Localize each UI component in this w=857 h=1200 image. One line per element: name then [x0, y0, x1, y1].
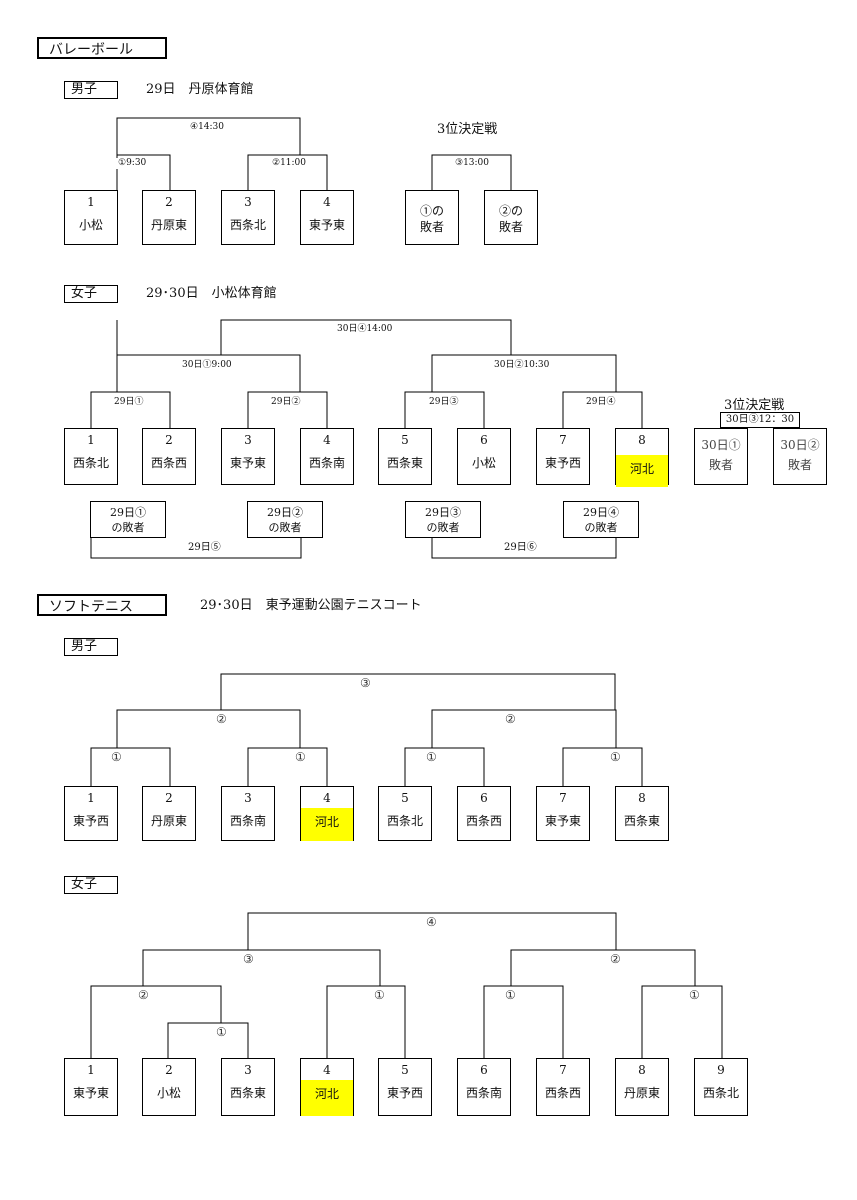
tn-boys-q2-label: ① — [294, 750, 307, 764]
vb-girls-semi2-label: 30日②10:30 — [492, 360, 552, 371]
vb-girls-third-a: 30日① 敗者 — [694, 428, 748, 485]
tn-boys-semi1-label: ② — [215, 712, 228, 726]
vb-girls-third-round: 30日③12：30 — [720, 412, 800, 428]
vb-girls-cons2-b: 29日④ の敗者 — [563, 501, 639, 538]
vb-girls-cons1-a: 29日① の敗者 — [90, 501, 166, 538]
vb-girls-third-b: 30日② 敗者 — [773, 428, 827, 485]
tn-girls-q4-label: ① — [688, 988, 701, 1002]
volleyball-girls-label: 女子 — [64, 285, 118, 303]
vb-girls-final-label: 30日④14:00 — [335, 324, 395, 335]
tn-boys-q1-label: ① — [110, 750, 123, 764]
volleyball-boys-label: 男子 — [64, 81, 118, 99]
tn-girls-semi2-label: ② — [609, 952, 622, 966]
tn-boys-q4-label: ① — [609, 750, 622, 764]
volleyball-girls-info: 29･30日 小松体育館 — [146, 286, 277, 301]
tennis-info: 29･30日 東予運動公園テニスコート — [200, 598, 422, 613]
vb-boys-r2-label: ②11:00 — [270, 158, 309, 169]
vb-girls-cons2-round: 29日⑥ — [502, 542, 539, 554]
tennis-boys-label: 男子 — [64, 638, 118, 656]
vb-girls-third-title: 3位決定戦 — [724, 398, 785, 413]
vb-boys-third-b: ②の 敗者 — [484, 190, 538, 245]
tn-girls-final-label: ④ — [425, 915, 438, 929]
vb-girls-cons1-b: 29日② の敗者 — [247, 501, 323, 538]
tn-girls-q3-label: ① — [504, 988, 517, 1002]
vb-boys-r1-label: ①9:30 — [116, 158, 149, 169]
tn-girls-r1-label: ① — [215, 1025, 228, 1039]
tn-girls-semi1-label: ③ — [242, 952, 255, 966]
volleyball-section-title: バレーボール — [37, 37, 167, 59]
tennis-girls-label: 女子 — [64, 876, 118, 894]
tennis-section-title: ソフトテニス — [37, 594, 167, 616]
tn-boys-final-label: ③ — [359, 676, 372, 690]
vb-boys-final-label: ④14:30 — [188, 122, 227, 133]
vb-girls-q2-label: 29日② — [269, 397, 303, 408]
vb-girls-cons2-a: 29日③ の敗者 — [405, 501, 481, 538]
vb-girls-semi1-label: 30日①9:00 — [180, 360, 234, 371]
vb-girls-cons1-round: 29日⑤ — [186, 542, 223, 554]
volleyball-boys-info: 29日 丹原体育館 — [146, 82, 254, 97]
vb-girls-q4-label: 29日④ — [584, 397, 618, 408]
tn-girls-q2-label: ① — [373, 988, 386, 1002]
vb-boys-third-round: ③13:00 — [453, 158, 492, 169]
tn-girls-q1-label: ② — [137, 988, 150, 1002]
vb-boys-third-title: 3位決定戦 — [437, 122, 498, 137]
vb-girls-q3-label: 29日③ — [427, 397, 461, 408]
tn-boys-q3-label: ① — [425, 750, 438, 764]
vb-boys-third-a: ①の 敗者 — [405, 190, 459, 245]
tn-boys-semi2-label: ② — [504, 712, 517, 726]
vb-girls-q1-label: 29日① — [112, 397, 146, 408]
